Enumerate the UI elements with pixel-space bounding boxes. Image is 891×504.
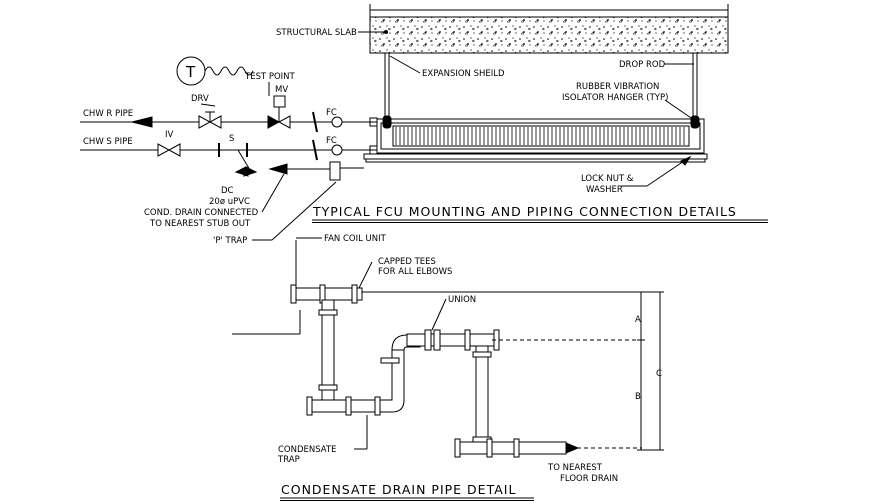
rubber-hanger-leader	[664, 99, 695, 121]
fan-coil-unit-body	[363, 118, 708, 163]
dim-c-label: C	[656, 369, 662, 379]
iv-valve-right	[167, 143, 181, 157]
fcu-detail: STRUCTURAL SLAB EXPANSION SHEILD DROP RO…	[80, 4, 768, 246]
thermostat-letter: T	[185, 63, 196, 81]
union-leader	[431, 298, 447, 331]
fan-coil-unit-label: FAN COIL UNIT	[324, 234, 387, 244]
iv-valve-left	[157, 143, 171, 157]
condensate-trap-label-1: CONDENSATE	[278, 445, 337, 455]
mv-valve-right	[277, 115, 291, 129]
expansion-shield-leader	[389, 55, 421, 74]
drop-rod-label: DROP ROD	[619, 60, 666, 70]
chw-r-flow-arrow	[131, 116, 153, 128]
cond-drain-label-1: COND. DRAIN CONNECTED	[144, 208, 259, 218]
fcu-coil-stub-s	[369, 145, 378, 155]
condensate-trap-label-2: TRAP	[277, 455, 300, 465]
rubber-hanger-label-1: RUBBER VIBRATION	[576, 82, 659, 92]
cond-drain-leader	[261, 173, 285, 213]
drv-valve-right	[208, 115, 222, 129]
chw-r-label: CHW R PIPE	[83, 109, 133, 119]
iv-label: IV	[165, 130, 174, 140]
fc-label-1: FC	[326, 108, 337, 118]
dim-a-label: A	[635, 315, 641, 325]
p-trap-leader	[271, 181, 337, 241]
floor-drain-label-1: TO NEAREST	[547, 463, 603, 473]
floor-drain-arrow	[565, 442, 580, 454]
flex-connector-r	[312, 111, 318, 133]
expansion-shield-label: EXPANSION SHEILD	[422, 69, 505, 79]
mv-actuator-icon	[273, 95, 286, 108]
cond-drain-label-2: TO NEAREST STUB OUT	[149, 219, 251, 229]
dc-label: DC	[221, 186, 234, 196]
fcu-detail-title: TYPICAL FCU MOUNTING AND PIPING CONNECTI…	[312, 204, 737, 219]
mv-label: MV	[275, 85, 288, 95]
strainer-valve-2	[234, 166, 249, 177]
thermostat-cable	[204, 66, 254, 76]
union-label: UNION	[448, 295, 476, 305]
p-trap-label: 'P' TRAP	[213, 236, 247, 246]
drop-rods	[384, 53, 698, 118]
rubber-hanger-label-2: ISOLATOR HANGER (TYP)	[562, 93, 668, 103]
capped-tees-label-2: FOR ALL ELBOWS	[378, 267, 452, 277]
structural-slab-leader-dot	[384, 30, 388, 34]
union-s	[331, 144, 343, 156]
dim-b-label: B	[635, 392, 641, 402]
structural-slab	[369, 4, 729, 54]
isolator-left	[382, 115, 392, 129]
drain-detail: FAN COIL UNIT CAPPED TEES FOR ALL ELBOWS	[232, 234, 664, 501]
strainer-label: S	[229, 134, 234, 144]
strainer-drain	[237, 149, 251, 171]
fc-label-2: FC	[326, 136, 337, 146]
union-r	[331, 116, 343, 128]
fcu-coil-stub-r	[369, 117, 378, 127]
drv-leader	[200, 103, 216, 107]
lock-nut-arrow	[680, 155, 692, 166]
drain-flow-arrow	[268, 163, 288, 175]
mv-valve-left	[267, 115, 281, 129]
drv-label: DRV	[191, 94, 209, 104]
capped-tees-label-1: CAPPED TEES	[378, 257, 436, 267]
drain-pipe-network	[290, 284, 567, 458]
test-point-label: TEST POINT	[244, 72, 296, 82]
chw-s-label: CHW S PIPE	[83, 137, 133, 147]
dimension-lines	[637, 291, 664, 451]
drain-detail-title: CONDENSATE DRAIN PIPE DETAIL	[281, 482, 516, 497]
lock-nut-label-2: WASHER	[586, 185, 623, 195]
pipe-size-label: 20ø uPVC	[209, 197, 250, 207]
floor-drain-label-2: FLOOR DRAIN	[560, 474, 618, 484]
p-trap-symbol	[329, 161, 364, 181]
structural-slab-label: STRUCTURAL SLAB	[276, 28, 357, 38]
capped-tees-leader	[357, 261, 373, 291]
lock-nut-label-1: LOCK NUT &	[581, 174, 634, 184]
drv-valve-left	[198, 115, 212, 129]
isolator-right	[690, 115, 700, 129]
